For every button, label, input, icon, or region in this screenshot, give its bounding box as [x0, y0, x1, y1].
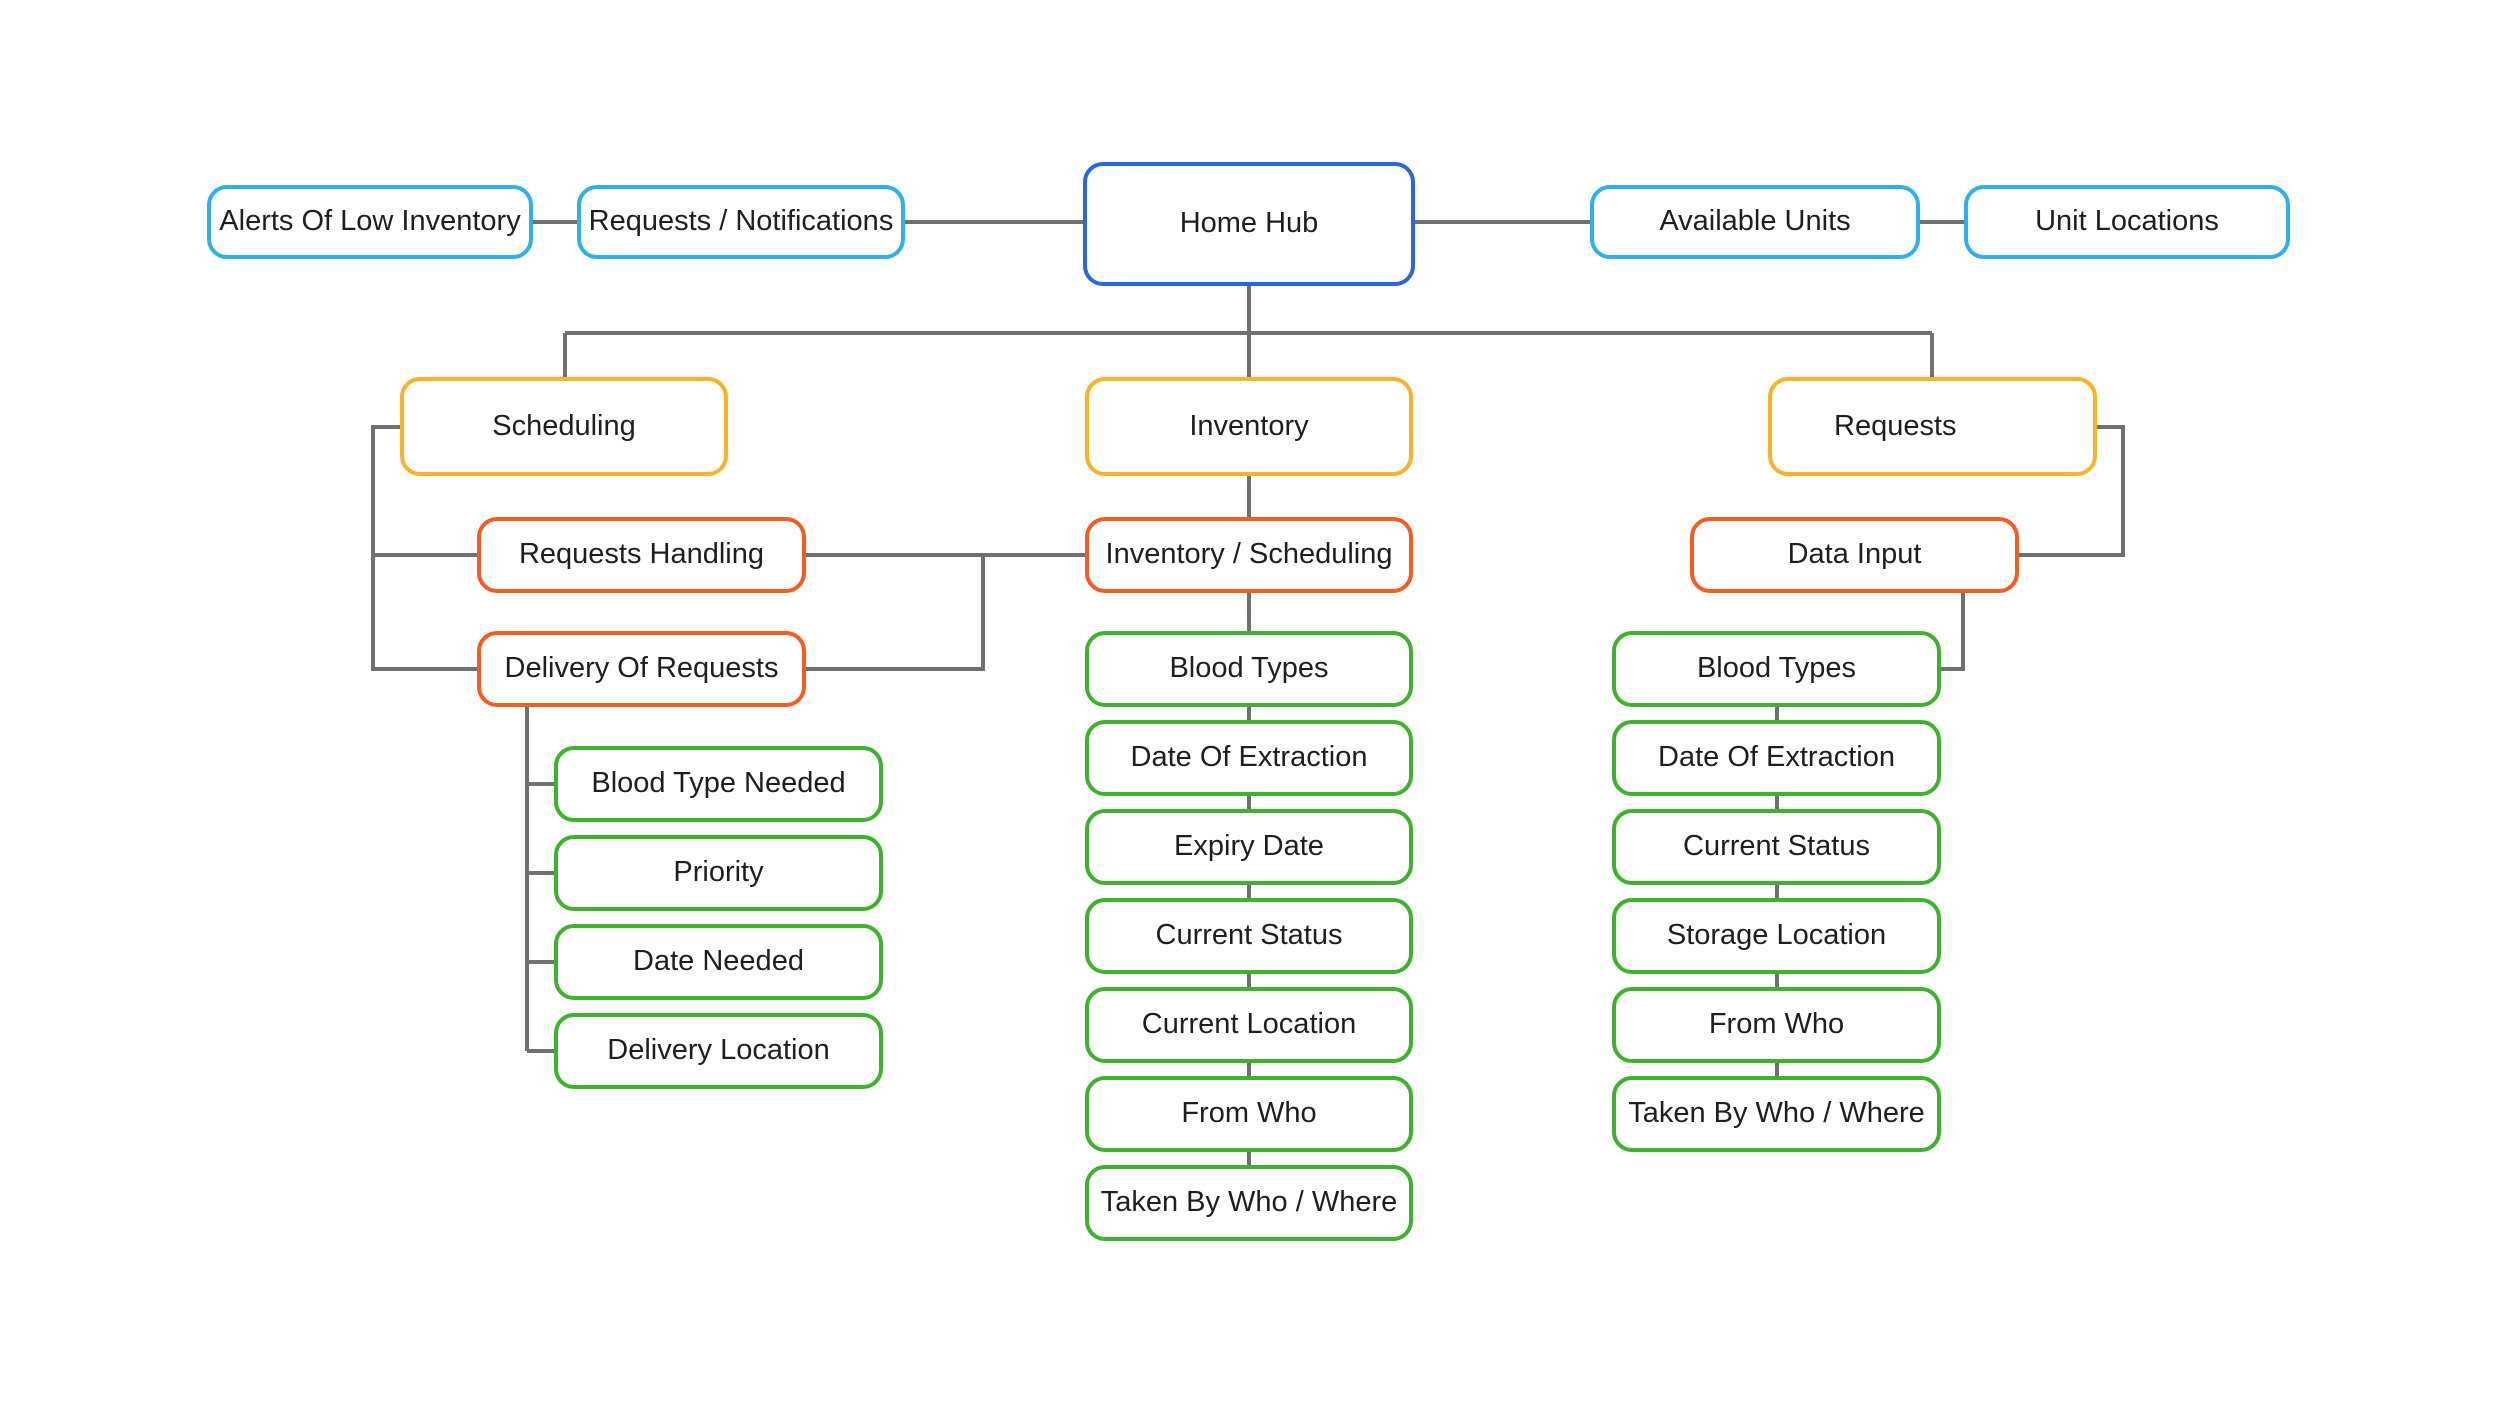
node-label: Current Status [1155, 919, 1343, 952]
node-label: Taken By Who / Where [1628, 1097, 1925, 1130]
node-data-input-storage-location: Storage Location [1612, 898, 1941, 974]
node-label: Current Status [1683, 830, 1870, 863]
node-data-input-from-who: From Who [1612, 987, 1941, 1063]
connector-right-cluster [1775, 425, 2125, 1076]
node-home-hub: Home Hub [1083, 162, 1415, 286]
node-inventory: Inventory [1085, 377, 1413, 476]
node-label: Data Input [1787, 538, 1922, 571]
node-inventory-taken-by-who-where: Taken By Who / Where [1085, 1165, 1413, 1241]
node-label: Priority [673, 856, 764, 889]
node-label: Storage Location [1666, 919, 1887, 952]
node-alerts-of-low-inventory: Alerts Of Low Inventory [207, 185, 533, 259]
node-label: Expiry Date [1174, 830, 1324, 863]
node-date-needed: Date Needed [554, 924, 883, 1000]
node-priority: Priority [554, 835, 883, 911]
node-inventory-scheduling: Inventory / Scheduling [1085, 517, 1413, 593]
node-label: From Who [1708, 1008, 1845, 1041]
node-inventory-current-location: Current Location [1085, 987, 1413, 1063]
node-label: Requests Handling [518, 538, 765, 571]
node-label: Requests / Notifications [588, 205, 894, 238]
node-label: Scheduling [492, 409, 636, 442]
node-label: Inventory [1189, 409, 1309, 442]
node-inventory-current-status: Current Status [1085, 898, 1413, 974]
node-label: Unit Locations [2035, 205, 2219, 238]
node-delivery-location: Delivery Location [554, 1013, 883, 1089]
node-data-input-taken-by-who-where: Taken By Who / Where [1612, 1076, 1941, 1152]
node-scheduling: Scheduling [400, 377, 728, 476]
node-requests-handling: Requests Handling [477, 517, 806, 593]
node-label: From Who [1181, 1097, 1317, 1130]
node-requests-notifications: Requests / Notifications [577, 185, 905, 259]
node-label: Home Hub [1179, 207, 1319, 240]
node-label: Date Of Extraction [1658, 741, 1895, 774]
node-label: Inventory / Scheduling [1105, 538, 1393, 571]
node-inventory-blood-types: Blood Types [1085, 631, 1413, 707]
node-label: Blood Types [1169, 652, 1329, 685]
node-inventory-from-who: From Who [1085, 1076, 1413, 1152]
node-label: Blood Type Needed [591, 767, 846, 800]
node-label: Delivery Of Requests [504, 652, 779, 685]
node-requests: Requests [1768, 377, 2097, 476]
node-inventory-expiry-date: Expiry Date [1085, 809, 1413, 885]
node-label: Available Units [1659, 205, 1851, 238]
node-unit-locations: Unit Locations [1964, 185, 2290, 259]
node-label: Date Needed [633, 945, 804, 978]
node-label: Blood Types [1696, 652, 1857, 685]
node-label: Delivery Location [607, 1034, 830, 1067]
node-available-units: Available Units [1590, 185, 1920, 259]
node-label: Date Of Extraction [1130, 741, 1368, 774]
node-data-input: Data Input [1690, 517, 2019, 593]
node-label: Current Location [1141, 1008, 1357, 1041]
node-label: Alerts Of Low Inventory [219, 205, 521, 238]
connector-hub-branch [563, 286, 1934, 377]
node-inventory-date-of-extraction: Date Of Extraction [1085, 720, 1413, 796]
node-data-input-current-status: Current Status [1612, 809, 1941, 885]
node-label: Requests [1834, 409, 1957, 442]
node-data-input-blood-types: Blood Types [1612, 631, 1941, 707]
connector-left-cluster [371, 425, 1085, 1053]
node-data-input-date-of-extraction: Date Of Extraction [1612, 720, 1941, 796]
node-label: Taken By Who / Where [1100, 1186, 1398, 1219]
node-delivery-of-requests: Delivery Of Requests [477, 631, 806, 707]
node-blood-type-needed: Blood Type Needed [554, 746, 883, 822]
